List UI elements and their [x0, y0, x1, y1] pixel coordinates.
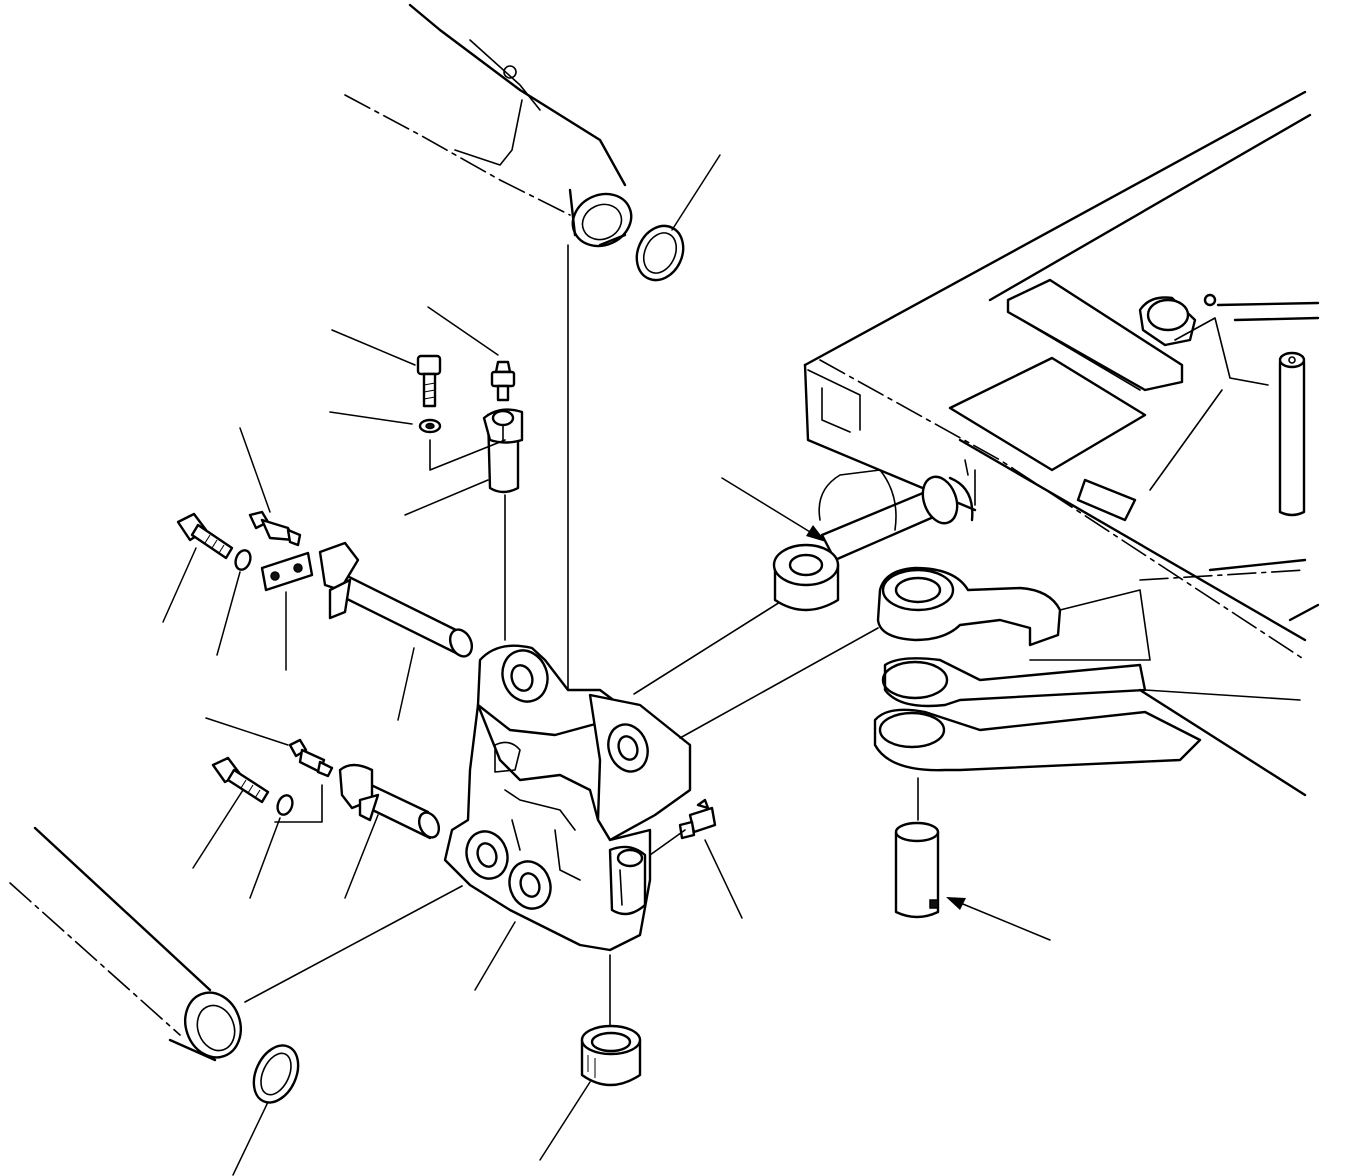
alignment-line	[679, 627, 879, 739]
leader-line	[192, 789, 244, 869]
upper-washer	[635, 224, 685, 282]
leader-line	[329, 411, 413, 425]
leader-line	[539, 1081, 591, 1161]
left-bolt	[176, 512, 234, 560]
arrow-to-pin	[721, 477, 826, 542]
leader-line	[404, 479, 489, 516]
arrow-to-swing-pin	[946, 897, 1051, 941]
top-washer	[418, 418, 442, 434]
long-pin	[318, 541, 474, 658]
assembly-bracket-line	[274, 784, 323, 823]
leader-line	[205, 717, 289, 746]
upper-arm	[344, 3, 633, 248]
leader-line	[671, 154, 721, 231]
left-grease-fitting	[248, 510, 302, 547]
lower-grease-fitting	[288, 738, 334, 778]
lower-arm-washer	[252, 1044, 300, 1104]
leader-line	[397, 647, 415, 721]
alignment-line	[649, 829, 686, 856]
bracket-grease-fitting	[678, 798, 717, 840]
leader-line	[474, 921, 516, 991]
leader-line	[344, 814, 379, 899]
lock-plate	[260, 551, 314, 592]
lower-bolt	[211, 756, 270, 804]
assembly-bracket-line	[429, 439, 506, 471]
leader-line	[427, 306, 499, 356]
top-bolt	[416, 354, 442, 408]
leader-line	[162, 547, 197, 623]
top-pin	[482, 408, 524, 494]
swing-post	[873, 566, 1307, 797]
alignment-line	[244, 885, 463, 1003]
swing-post-pin	[894, 821, 940, 919]
short-pin	[338, 763, 441, 840]
bottom-bushing	[580, 1024, 642, 1087]
frame-structure	[803, 90, 1320, 661]
leader-line	[239, 427, 271, 513]
lower-washer	[276, 794, 294, 816]
leader-line	[232, 1101, 269, 1176]
leader-line	[704, 839, 743, 919]
boom-pin	[818, 469, 974, 562]
top-grease-fitting	[490, 360, 516, 402]
leader-line	[249, 817, 281, 899]
swing-bracket	[443, 644, 692, 952]
leader-line	[216, 571, 241, 656]
left-washer	[234, 549, 252, 571]
lower-arm	[9, 826, 242, 1062]
boom-bushing	[772, 543, 840, 612]
leader-line	[331, 329, 416, 366]
